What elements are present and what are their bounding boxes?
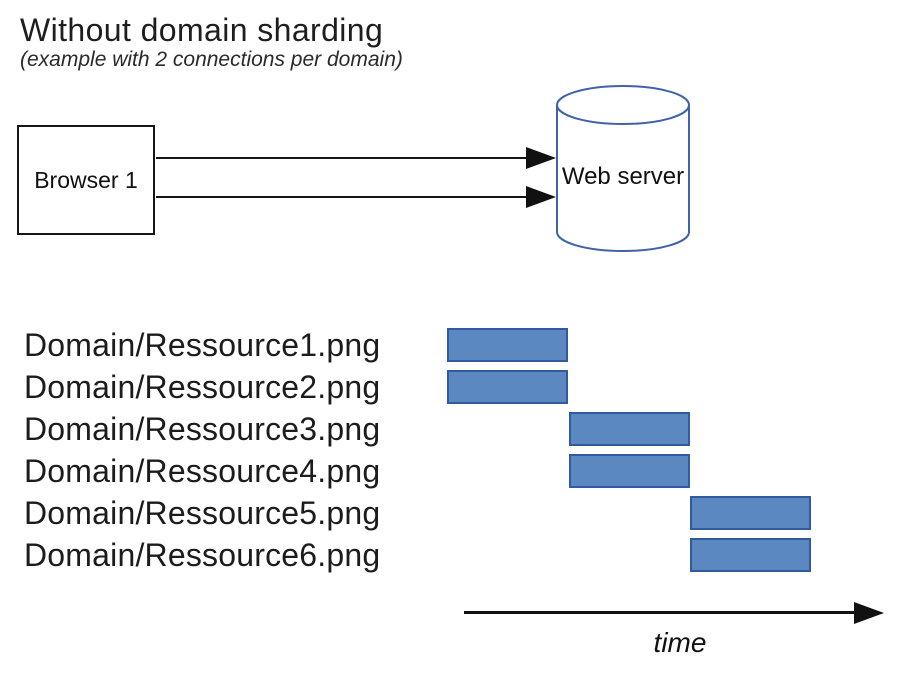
cylinder-top	[556, 85, 690, 125]
request-bar	[447, 328, 568, 362]
arrowhead-icon	[526, 186, 556, 208]
resource-label: Domain/Ressource2.png	[24, 369, 381, 405]
browser-label: Browser 1	[34, 166, 138, 193]
connection-line-2	[156, 186, 556, 208]
resource-label: Domain/Ressource6.png	[24, 537, 381, 573]
request-bar	[690, 538, 811, 572]
cylinder-body	[556, 105, 690, 252]
resource-label: Domain/Ressource1.png	[24, 327, 381, 363]
resource-label: Domain/Ressource4.png	[24, 453, 381, 489]
resource-label: Domain/Ressource3.png	[24, 411, 381, 447]
browser-node: Browser 1	[17, 125, 155, 235]
arrowhead-icon	[526, 147, 556, 169]
database-cylinder-icon: Web server	[556, 85, 690, 252]
page-subtitle: (example with 2 connections per domain)	[20, 48, 403, 71]
request-bar	[568, 454, 690, 488]
resource-label: Domain/Ressource5.png	[24, 495, 381, 531]
time-axis	[464, 601, 884, 624]
request-bar	[568, 412, 690, 446]
arrowhead-icon	[854, 601, 884, 624]
page-title: Without domain sharding	[20, 12, 384, 48]
server-label: Web server	[562, 163, 684, 190]
time-axis-label: time	[653, 627, 707, 658]
request-bar	[690, 496, 811, 530]
request-bar	[447, 370, 568, 404]
connection-line-1	[156, 147, 556, 169]
